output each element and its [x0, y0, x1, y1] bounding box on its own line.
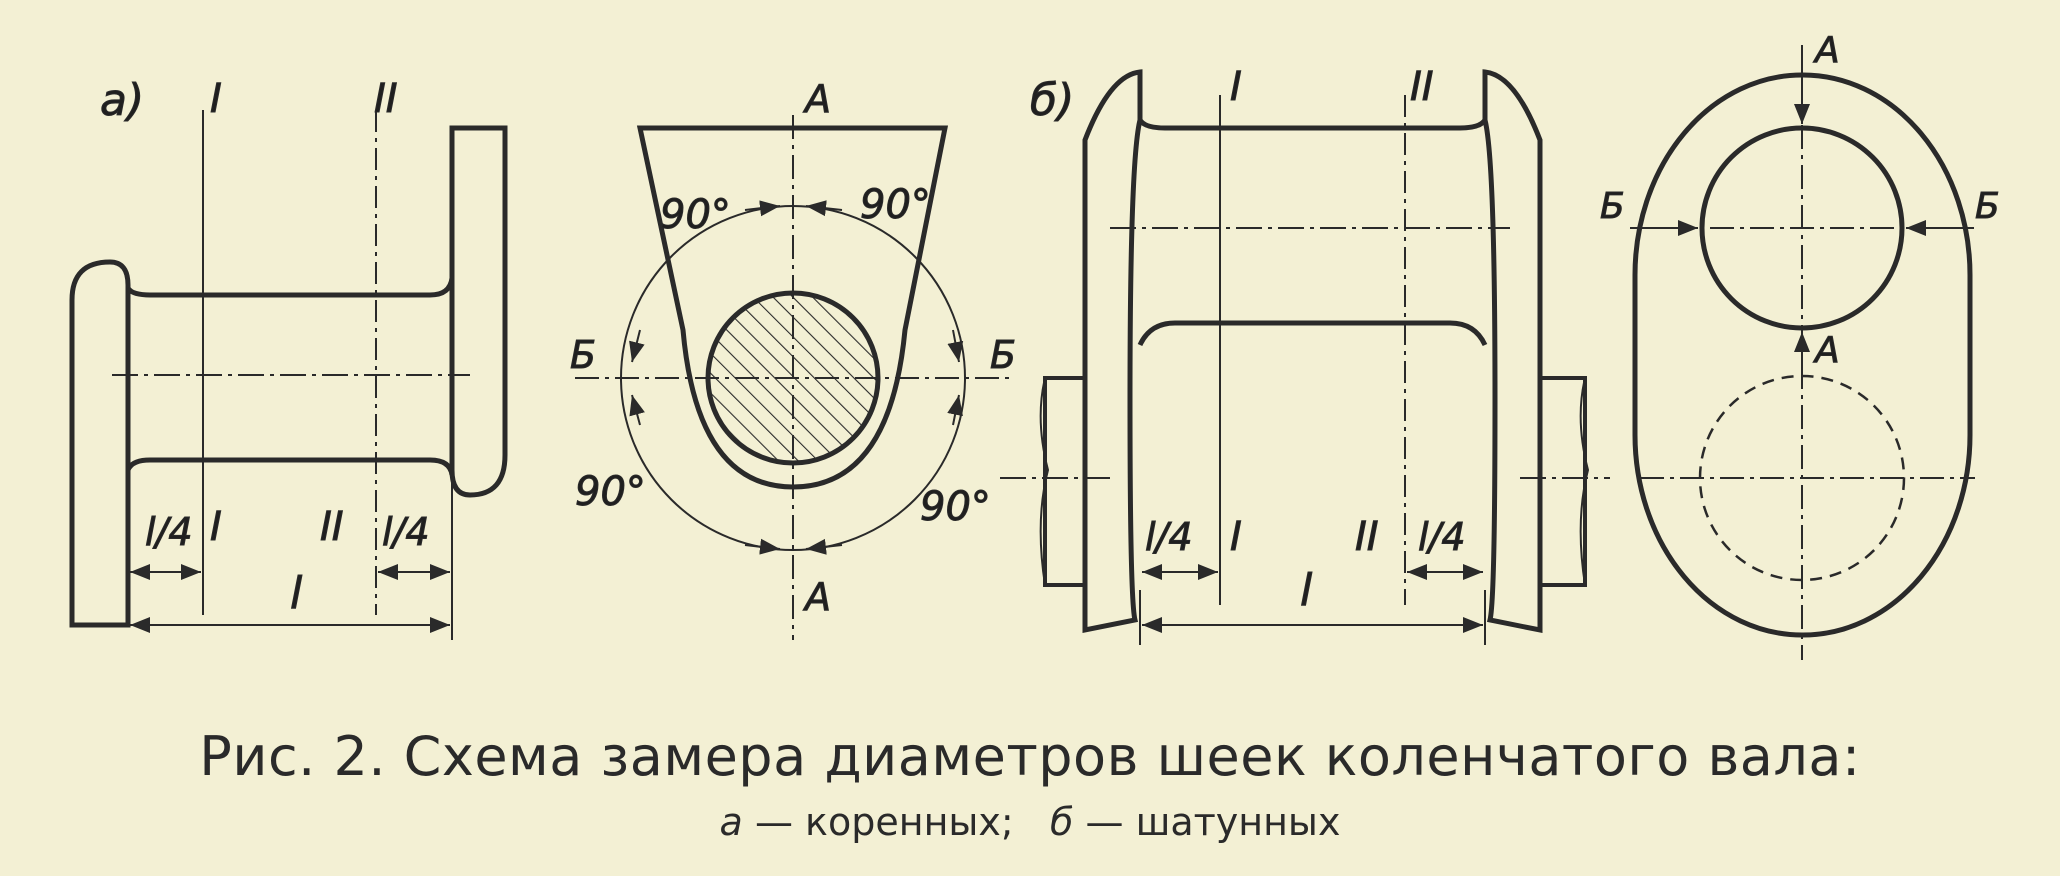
right-web	[449, 125, 508, 498]
svg-text:I: I	[1230, 514, 1242, 560]
svg-text:A: A	[1813, 330, 1840, 371]
svg-text:Б: Б	[990, 333, 1016, 377]
left-cheek	[1082, 69, 1143, 634]
panel-a-label: a)	[100, 75, 144, 126]
svg-text:II: II	[1410, 64, 1434, 110]
svg-text:A: A	[1813, 30, 1840, 71]
svg-text:l/4: l/4	[1145, 515, 1193, 559]
svg-text:A: A	[802, 575, 831, 619]
left-stub	[1043, 376, 1085, 587]
caption-part-a: — коренных;	[754, 800, 1014, 844]
svg-text:Б: Б	[1975, 186, 2000, 227]
crankpin-cross-section: A A Б Б	[1600, 30, 2000, 660]
quarter-label-right: l/4	[382, 510, 430, 554]
svg-text:I: I	[210, 504, 222, 550]
caption-letter-a: a	[719, 800, 743, 844]
crankpin	[1137, 118, 1488, 131]
length-label-b: l	[1300, 565, 1313, 616]
svg-text:90°: 90°	[660, 192, 731, 238]
quarter-label-left: l/4	[145, 510, 193, 554]
svg-text:A: A	[802, 77, 831, 121]
main-journal-cross-section: A A Б Б 90° 90° 90° 90°	[570, 77, 1017, 640]
svg-text:90°: 90°	[860, 182, 931, 228]
caption-part-b: — шатунных	[1085, 800, 1341, 844]
right-cheek	[1482, 69, 1543, 634]
caption-letter-b: б	[1049, 800, 1074, 844]
svg-text:II: II	[1355, 514, 1379, 560]
svg-text:90°: 90°	[575, 469, 646, 515]
svg-text:I: I	[210, 76, 222, 122]
main-journal	[125, 277, 455, 298]
svg-text:90°: 90°	[920, 484, 991, 530]
svg-text:II: II	[320, 504, 344, 550]
svg-text:I: I	[1230, 64, 1242, 110]
panel-b-crankpin-view: б) I II I II l/4 l/4 l	[1000, 64, 1610, 645]
panel-a-journal-view: a) I II I II l/4 l/4 l	[69, 75, 508, 640]
svg-text:Б: Б	[570, 333, 596, 377]
svg-text:Б: Б	[1600, 186, 1625, 227]
left-web	[69, 259, 131, 628]
length-label-a: l	[290, 568, 303, 619]
svg-text:l/4: l/4	[1418, 515, 1466, 559]
svg-text:II: II	[374, 76, 398, 122]
panel-b-label: б)	[1030, 75, 1074, 126]
figure-caption-title: Рис. 2. Схема замера диаметров шеек коле…	[199, 725, 1861, 788]
figure-caption-legend: a — коренных; б — шатунных	[0, 800, 2060, 844]
right-stub	[1540, 376, 1587, 587]
